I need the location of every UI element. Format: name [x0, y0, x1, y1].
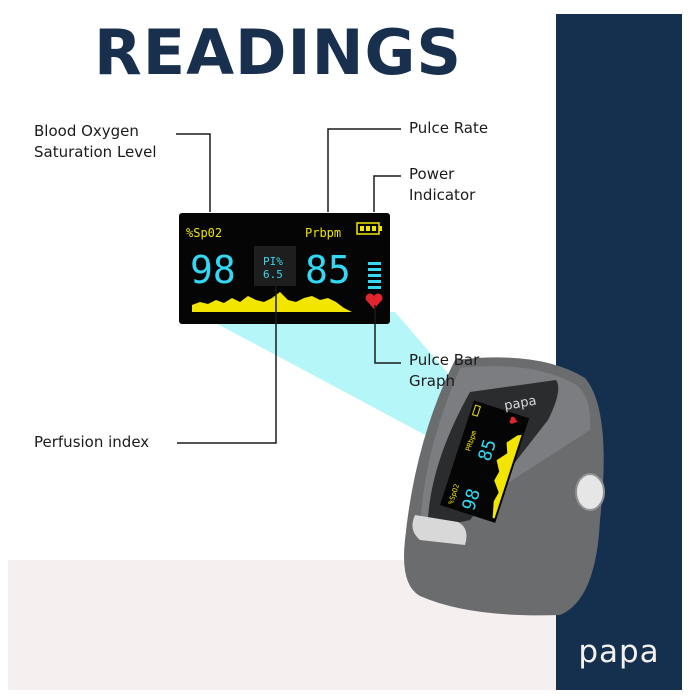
perfusion-index-label: Perfusion index: [34, 433, 150, 451]
pi-label: PI%: [263, 255, 283, 268]
spo2-value: 98: [190, 248, 236, 292]
heart-icon: [365, 293, 383, 309]
brand-logo: papa: [578, 634, 660, 670]
waveform-icon: [192, 292, 352, 312]
prbpm-label: Prbpm: [305, 226, 342, 240]
blood-oxygen-label: Blood Oxygen Saturation Level: [34, 122, 157, 161]
pulse-bar-icon: [368, 262, 381, 289]
spo2-label: %Sp02: [186, 226, 223, 240]
device-brand: papa: [503, 394, 538, 414]
device-heart-icon: [509, 416, 518, 424]
beam: [195, 312, 505, 460]
power-indicator-label: Power Indicator: [409, 165, 476, 204]
pulse-bar-graph-label: Pulce Bar Graph: [409, 351, 480, 390]
oximeter-device: PRbpm %SpO2 98 85 papa: [404, 357, 605, 616]
pulse-value: 85: [305, 248, 351, 292]
enlarged-screen: [179, 213, 390, 324]
pi-value: 6.5: [263, 268, 283, 281]
page-title: READINGS: [93, 16, 463, 89]
pulse-rate-label: Pulce Rate: [409, 119, 489, 137]
leader-lines: [176, 128, 401, 444]
battery-icon: [356, 222, 382, 235]
